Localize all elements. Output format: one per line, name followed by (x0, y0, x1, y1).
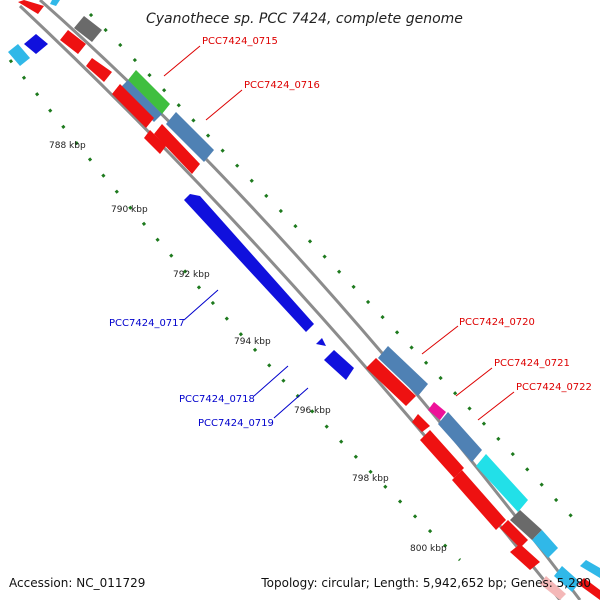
leader-lines (163, 45, 515, 421)
leader-0717 (183, 289, 219, 321)
feature-skyblue-3[interactable] (580, 560, 600, 578)
leader-0720 (421, 325, 459, 355)
kbp-tick-labels: 788 kbp 790 kbp 792 kbp 794 kbp 796 kbp … (49, 141, 447, 554)
feature-blue-0718[interactable] (316, 338, 326, 346)
leader-0721 (455, 367, 493, 397)
tick-label-796: 796 kbp (294, 406, 331, 416)
feature-gray-top[interactable] (74, 16, 102, 42)
feature-red-top-2[interactable] (86, 58, 112, 82)
feature-gray-1[interactable] (510, 510, 542, 540)
feature-steelblue-0720[interactable] (378, 346, 428, 396)
feature-red-4[interactable] (578, 578, 600, 600)
accession-label: Accession: NC_011729 (9, 576, 145, 590)
inner-dotted-guide (8, 59, 462, 562)
feature-skyblue-left[interactable] (8, 44, 30, 66)
outer-dotted-guide (88, 12, 577, 522)
gene-labels: PCC7424_0715 PCC7424_0716 PCC7424_0717 P… (109, 36, 592, 429)
forward-strand-features (18, 0, 600, 600)
leader-0716 (205, 89, 243, 121)
feature-red-0716[interactable] (154, 124, 200, 174)
feature-steelblue-0722[interactable] (438, 412, 482, 462)
feature-magenta-0721[interactable] (428, 402, 446, 420)
tick-label-792: 792 kbp (173, 270, 210, 280)
tick-label-788: 788 kbp (49, 141, 86, 151)
feature-blue-0717[interactable] (184, 194, 314, 332)
gene-label-0722[interactable]: PCC7424_0722 (516, 382, 592, 393)
feature-steelblue-0716[interactable] (166, 112, 214, 162)
feature-red-top-1[interactable] (60, 30, 86, 54)
feature-steelblue-0715[interactable] (120, 80, 162, 122)
feature-cyan-1[interactable] (476, 454, 528, 512)
feature-red-small[interactable] (412, 414, 430, 432)
reverse-strand-features (8, 34, 354, 380)
leader-0718 (253, 365, 289, 397)
gene-label-0717[interactable]: PCC7424_0717 (109, 318, 185, 329)
feature-green-0715[interactable] (128, 70, 170, 114)
feature-red-0720[interactable] (366, 358, 416, 406)
gene-label-0721[interactable]: PCC7424_0721 (494, 358, 570, 369)
feature-red-2[interactable] (500, 520, 528, 548)
feature-blue-top[interactable] (24, 34, 48, 54)
map-title: Cyanothece sp. PCC 7424, complete genome (146, 11, 463, 27)
feature-red-3[interactable] (510, 544, 540, 570)
tick-label-798: 798 kbp (352, 474, 389, 484)
tick-label-800: 800 kbp (410, 544, 447, 554)
gene-label-0716[interactable]: PCC7424_0716 (244, 80, 320, 91)
leader-0719 (273, 387, 309, 419)
tick-label-794: 794 kbp (234, 337, 271, 347)
feature-skyblue-2[interactable] (554, 566, 580, 592)
feature-red-1[interactable] (452, 470, 506, 530)
feature-red-top-3[interactable] (18, 0, 44, 14)
feature-skyblue-1[interactable] (532, 530, 558, 558)
tick-label-790: 790 kbp (111, 205, 148, 215)
feature-red-0722[interactable] (420, 430, 464, 478)
feature-red-0715[interactable] (112, 84, 154, 128)
genome-summary: Topology: circular; Length: 5,942,652 bp… (260, 576, 591, 590)
feature-skyblue-top[interactable] (50, 0, 60, 6)
feature-pink-1[interactable] (540, 576, 566, 600)
gene-label-0720[interactable]: PCC7424_0720 (459, 317, 535, 328)
backbone-outer-arc (39, 0, 582, 600)
gene-label-0718[interactable]: PCC7424_0718 (179, 394, 255, 405)
leader-0722 (477, 391, 515, 421)
feature-blue-0719[interactable] (324, 350, 354, 380)
feature-red-0716b[interactable] (144, 130, 166, 154)
leader-0715 (163, 45, 201, 77)
gene-label-0719[interactable]: PCC7424_0719 (198, 418, 274, 429)
gene-label-0715[interactable]: PCC7424_0715 (202, 36, 278, 47)
